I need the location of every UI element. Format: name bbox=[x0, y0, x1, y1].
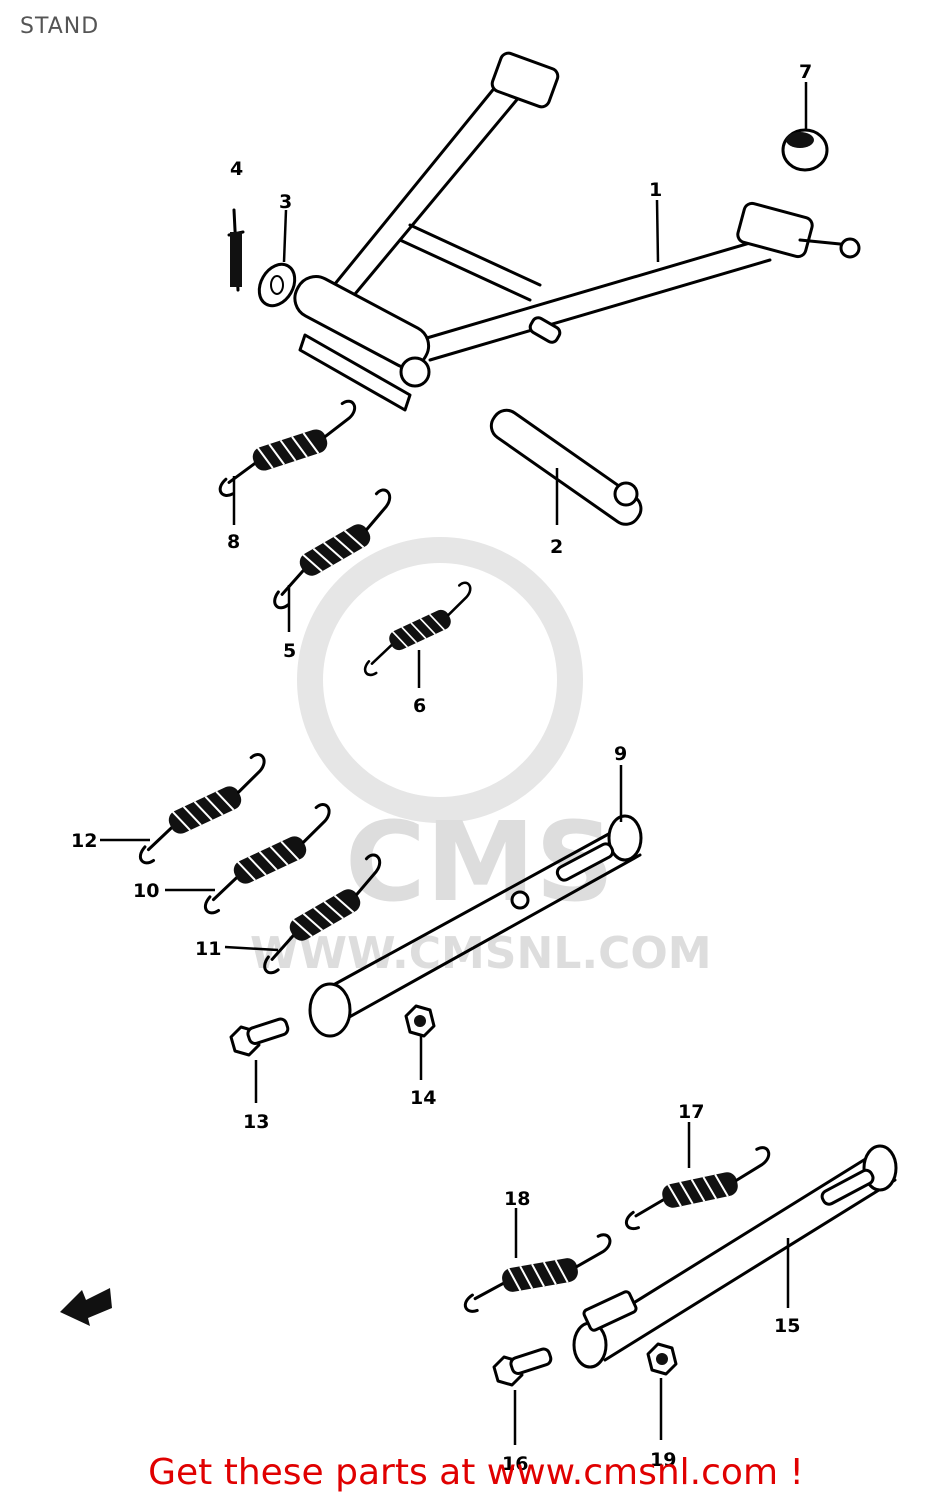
callout-3: 3 bbox=[279, 191, 292, 213]
callout-7: 7 bbox=[799, 61, 812, 83]
callout-16: 16 bbox=[502, 1453, 528, 1475]
callout-17: 17 bbox=[678, 1101, 704, 1123]
callout-10: 10 bbox=[133, 880, 159, 902]
watermark-site: WWW.CMSNL.COM bbox=[250, 928, 712, 979]
cotter-pin bbox=[227, 208, 245, 292]
spring-6 bbox=[347, 579, 488, 679]
leader-lines bbox=[100, 82, 808, 1445]
callout-9: 9 bbox=[614, 743, 627, 765]
callout-5: 5 bbox=[283, 640, 296, 662]
callout-labels: 1 2 3 4 5 6 7 8 9 10 11 12 13 14 15 16 1… bbox=[71, 61, 812, 1475]
spring-8 bbox=[204, 398, 371, 499]
callout-4: 4 bbox=[230, 158, 243, 180]
page-title: STAND bbox=[20, 14, 100, 39]
callout-1: 1 bbox=[649, 179, 662, 201]
bolt-16 bbox=[492, 1345, 554, 1387]
spring-17 bbox=[615, 1144, 780, 1232]
side-stand bbox=[308, 814, 643, 1038]
spring-18 bbox=[455, 1232, 620, 1315]
nut-14 bbox=[404, 1004, 436, 1038]
front-arrow-icon bbox=[60, 1288, 112, 1326]
callout-18: 18 bbox=[504, 1188, 530, 1210]
callout-12: 12 bbox=[71, 830, 97, 852]
side-stand-lower bbox=[572, 1144, 898, 1369]
callout-14: 14 bbox=[410, 1087, 436, 1109]
callout-13: 13 bbox=[243, 1111, 269, 1133]
callout-2: 2 bbox=[550, 536, 563, 558]
callout-19: 19 bbox=[650, 1449, 676, 1471]
pivot-shaft bbox=[489, 408, 643, 526]
get-parts-link[interactable]: Get these parts at www.cmsnl.com ! bbox=[148, 1452, 804, 1493]
stopper-rubber bbox=[781, 128, 829, 172]
main-stand bbox=[293, 51, 861, 412]
callout-15: 15 bbox=[774, 1315, 800, 1337]
washer bbox=[257, 262, 297, 308]
callout-6: 6 bbox=[413, 695, 426, 717]
bolt-13 bbox=[229, 1015, 291, 1057]
callout-8: 8 bbox=[227, 531, 240, 553]
callout-11: 11 bbox=[195, 938, 221, 960]
nut-19 bbox=[646, 1342, 678, 1376]
spring-12 bbox=[119, 750, 285, 867]
